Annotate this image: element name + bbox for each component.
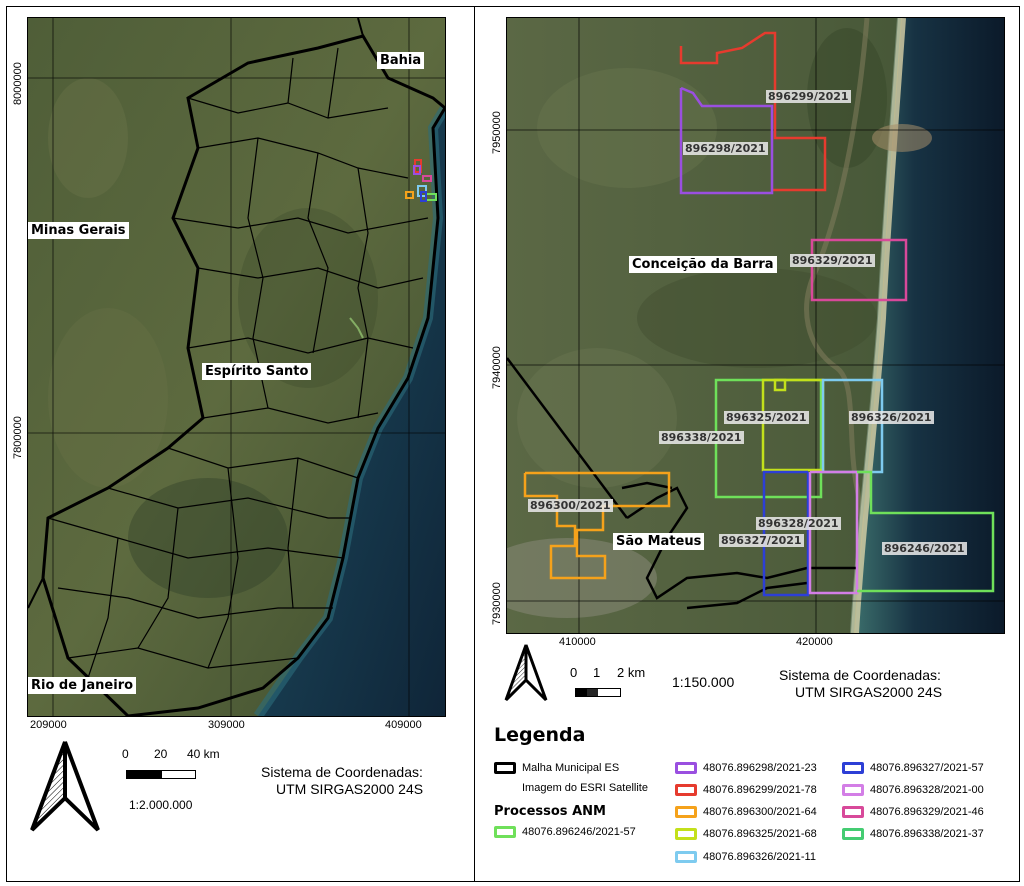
x-tick-label: 420000: [796, 636, 833, 648]
legend-item-label: 48076.896298/2021-23: [703, 762, 817, 774]
legend-item-label: 48076.896338/2021-37: [870, 828, 984, 840]
legend-swatch: [675, 806, 697, 818]
legend-item-municipal: Malha Municipal ES: [494, 762, 619, 774]
y-tick-label: 7940000: [491, 346, 503, 389]
legend-item-label: 48076.896326/2021-11: [703, 851, 816, 863]
process-label-896246: 896246/2021: [882, 542, 967, 555]
legend-process-item: 48076.896298/2021-23: [675, 762, 817, 774]
y-tick-label: 7950000: [491, 111, 503, 154]
legend-swatch: [842, 784, 864, 796]
process-label-896329: 896329/2021: [790, 254, 875, 267]
crs-line2: UTM SIRGAS2000 24S: [276, 781, 424, 797]
scale-label-0: 0: [122, 747, 129, 761]
process-label-896326: 896326/2021: [849, 411, 934, 424]
x-tick-label: 410000: [559, 636, 596, 648]
y-tick-label: 8000000: [12, 62, 24, 105]
legend-swatch: [842, 806, 864, 818]
place-label-minas-gerais: Minas Gerais: [28, 222, 129, 239]
scale-ratio: 1:2.000.000: [129, 798, 193, 812]
legend-process-item: 48076.896300/2021-64: [675, 806, 817, 818]
legend-item-label: 48076.896246/2021-57: [522, 826, 636, 838]
legend-item-label: 48076.896299/2021-78: [703, 784, 817, 796]
x-tick-label: 309000: [208, 719, 245, 731]
legend-title: Legenda: [494, 724, 586, 746]
legend-swatch: [842, 828, 864, 840]
north-arrow-icon: [504, 644, 548, 702]
legend-swatch: [494, 762, 516, 774]
process-label-896328: 896328/2021: [756, 517, 841, 530]
scale-label-2: 2 km: [617, 665, 646, 680]
y-tick-label: 7800000: [12, 416, 24, 459]
process-label-896298: 896298/2021: [683, 142, 768, 155]
legend-process-item: 48076.896329/2021-46: [842, 806, 984, 818]
scale-ratio: 1:150.000: [672, 674, 735, 690]
legend-swatch: [675, 784, 697, 796]
process-label-896300: 896300/2021: [528, 499, 613, 512]
process-label-896327: 896327/2021: [719, 534, 804, 547]
legend-swatch: [675, 828, 697, 840]
legend-swatch: [494, 826, 516, 838]
place-label-conceicao-da-barra: Conceição da Barra: [629, 256, 777, 273]
legend-subtitle: Processos ANM: [494, 804, 606, 819]
legend-item-label: 48076.896328/2021-00: [870, 784, 984, 796]
x-tick-label: 209000: [30, 719, 67, 731]
detail-map-svg: [507, 18, 1004, 633]
legend-process-item: 48076.896299/2021-78: [675, 784, 817, 796]
crs-line1: Sistema de Coordenadas:: [261, 764, 423, 780]
scale-label-40: 40 km: [187, 747, 220, 761]
crs-line1: Sistema de Coordenadas:: [779, 667, 941, 683]
scale-bar: [575, 688, 621, 697]
scale-label-0: 0: [570, 665, 578, 680]
legend-item-label: 48076.896325/2021-68: [703, 828, 817, 840]
scale-label-20: 20: [154, 747, 168, 761]
state-overview-map[interactable]: Bahia Minas Gerais Espírito Santo Rio de…: [27, 17, 446, 717]
legend-swatch: [842, 762, 864, 774]
y-tick-label: 7930000: [491, 582, 503, 625]
legend-item-label: 48076.896329/2021-46: [870, 806, 984, 818]
legend-swatch: [675, 762, 697, 774]
legend-process-item: 48076.896327/2021-57: [842, 762, 984, 774]
place-label-rio-de-janeiro: Rio de Janeiro: [28, 677, 137, 694]
legend-item-satellite: Imagem do ESRI Satellite: [494, 782, 648, 794]
process-label-896299: 896299/2021: [766, 90, 851, 103]
scale-label-1: 1: [593, 665, 601, 680]
legend-item-label: Imagem do ESRI Satellite: [522, 782, 648, 794]
right-panel-frame: [474, 6, 1020, 882]
place-label-sao-mateus: São Mateus: [613, 533, 705, 550]
crs-line2: UTM SIRGAS2000 24S: [795, 684, 943, 700]
place-label-bahia: Bahia: [377, 52, 425, 69]
legend-process-item: 48076.896246/2021-57: [494, 826, 636, 838]
legend-item-label: Malha Municipal ES: [522, 762, 620, 774]
legend-process-item: 48076.896326/2021-11: [675, 851, 816, 863]
legend-swatch: [494, 782, 516, 794]
scale-bar: [126, 770, 196, 779]
process-label-896325: 896325/2021: [724, 411, 809, 424]
legend-swatch: [675, 851, 697, 863]
legend-process-item: 48076.896338/2021-37: [842, 828, 984, 840]
process-label-896338: 896338/2021: [659, 431, 744, 444]
detail-map[interactable]: Conceição da Barra São Mateus 896299/202…: [506, 17, 1005, 634]
legend-item-label: 48076.896327/2021-57: [870, 762, 984, 774]
legend-process-item: 48076.896328/2021-00: [842, 784, 984, 796]
legend-process-item: 48076.896325/2021-68: [675, 828, 817, 840]
place-label-espirito-santo: Espírito Santo: [202, 363, 312, 380]
x-tick-label: 409000: [385, 719, 422, 731]
north-arrow-icon: [30, 741, 100, 832]
legend-item-label: 48076.896300/2021-64: [703, 806, 817, 818]
